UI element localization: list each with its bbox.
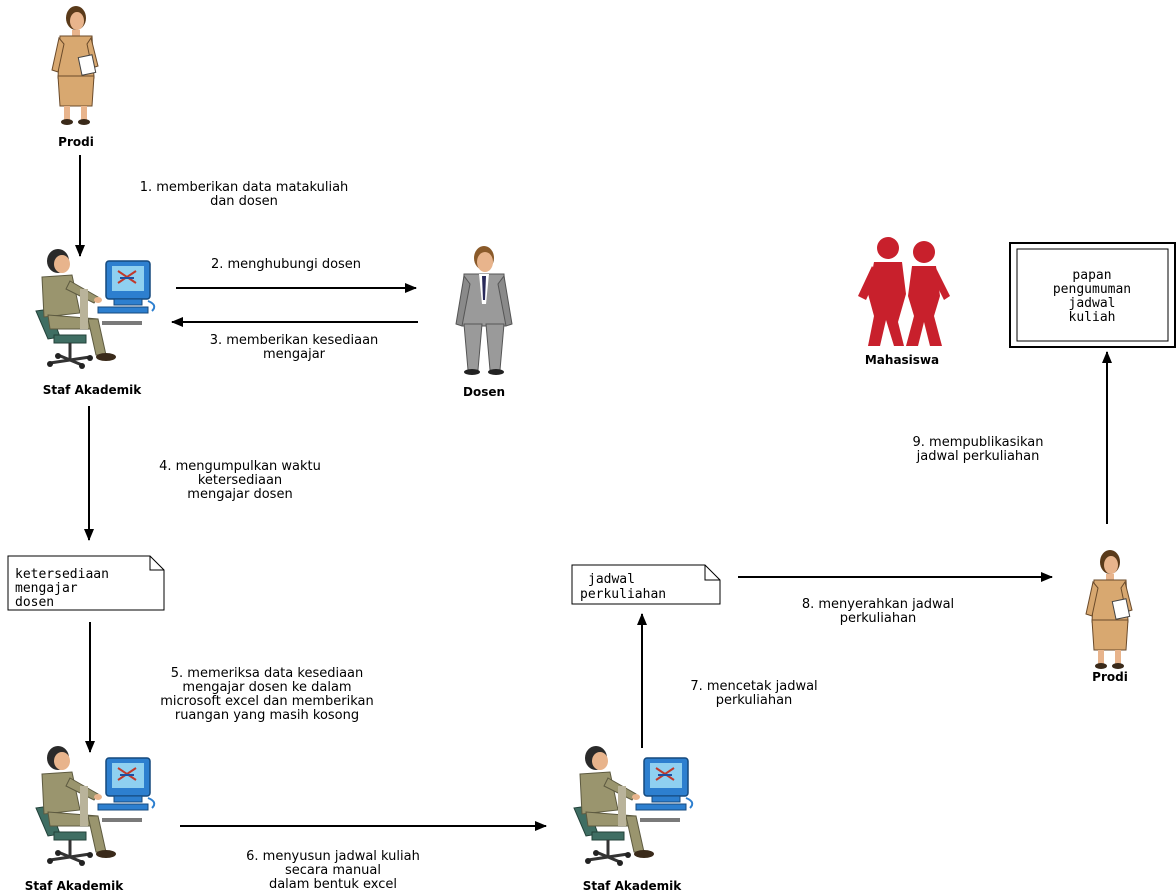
step-9-label: 9. mempublikasikan jadwal perkuliahan [913,435,1044,464]
step-3-line-2: mengajar [263,347,326,362]
step-8-line-2: perkuliahan [840,611,917,626]
prodi-right-icon [1085,549,1133,670]
document-jadwal: jadwal perkuliahan [571,564,721,605]
staf-akademik-1-icon [34,247,156,371]
prodi-right-label: Prodi [1092,670,1128,684]
announcement-board: papan pengumuman jadwal kuliah [1009,242,1176,348]
step-6-line-3: dalam bentuk excel [269,877,397,892]
step-4-line-3: mengajar dosen [187,487,292,502]
doc-ketersediaan-line-1: ketersediaan [15,567,109,582]
doc-ketersediaan-line-2: mengajar [15,581,78,596]
dosen-label: Dosen [463,385,505,399]
step-3-line-1: 3. memberikan kesediaan [210,333,379,348]
step-7-line-2: perkuliahan [716,693,793,708]
staf-akademik-3-icon [572,744,694,868]
step-4-label: 4. mengumpulkan waktu ketersediaan menga… [159,459,321,502]
step-1-line-2: dan dosen [210,194,278,209]
staf-akademik-2-label: Staf Akademik [25,879,125,893]
staf-akademik-3-label: Staf Akademik [583,879,683,893]
step-5-label: 5. memeriksa data kesediaan mengajar dos… [160,666,374,723]
doc-ketersediaan-line-3: dosen [15,595,54,610]
step-7-label: 7. mencetak jadwal perkuliahan [690,679,817,708]
step-4-line-2: ketersediaan [198,473,282,488]
staf-akademik-2-icon [34,744,156,868]
staf-akademik-1-label: Staf Akademik [43,383,143,397]
step-5-line-2: mengajar dosen ke dalam [182,680,351,695]
step-6-label: 6. menyusun jadwal kuliah secara manual … [246,849,420,892]
step-2-label: 2. menghubungi dosen [211,257,361,272]
step-8-label: 8. menyerahkan jadwal perkuliahan [802,597,954,626]
document-ketersediaan: ketersediaan mengajar dosen [7,555,165,611]
mahasiswa-icon [858,237,950,346]
board-line-4: kuliah [1069,310,1116,325]
mahasiswa-label: Mahasiswa [865,353,939,367]
board-line-1: papan [1072,268,1111,283]
doc-jadwal-line-1: jadwal [588,572,635,587]
step-5-line-4: ruangan yang masih kosong [175,708,359,723]
step-4-line-1: 4. mengumpulkan waktu [159,459,321,474]
step-8-line-1: 8. menyerahkan jadwal [802,597,954,612]
board-line-2: pengumuman [1053,282,1131,297]
step-3-label: 3. memberikan kesediaan mengajar [210,333,379,362]
step-6-line-2: secara manual [285,863,381,878]
step-9-line-1: 9. mempublikasikan [913,435,1044,450]
doc-jadwal-line-2: perkuliahan [580,587,666,602]
step-5-line-3: microsoft excel dan memberikan [160,694,374,709]
board-line-3: jadwal [1069,296,1116,311]
step-7-line-1: 7. mencetak jadwal [690,679,817,694]
prodi-top-icon [51,5,99,126]
step-1-line-1: 1. memberikan data matakuliah [140,180,349,195]
step-2-line-1: 2. menghubungi dosen [211,257,361,272]
step-5-line-1: 5. memeriksa data kesediaan [171,666,364,681]
dosen-icon [455,245,513,376]
step-9-line-2: jadwal perkuliahan [916,449,1040,464]
step-1-label: 1. memberikan data matakuliah dan dosen [140,180,349,209]
step-6-line-1: 6. menyusun jadwal kuliah [246,849,420,864]
prodi-top-label: Prodi [58,135,94,149]
